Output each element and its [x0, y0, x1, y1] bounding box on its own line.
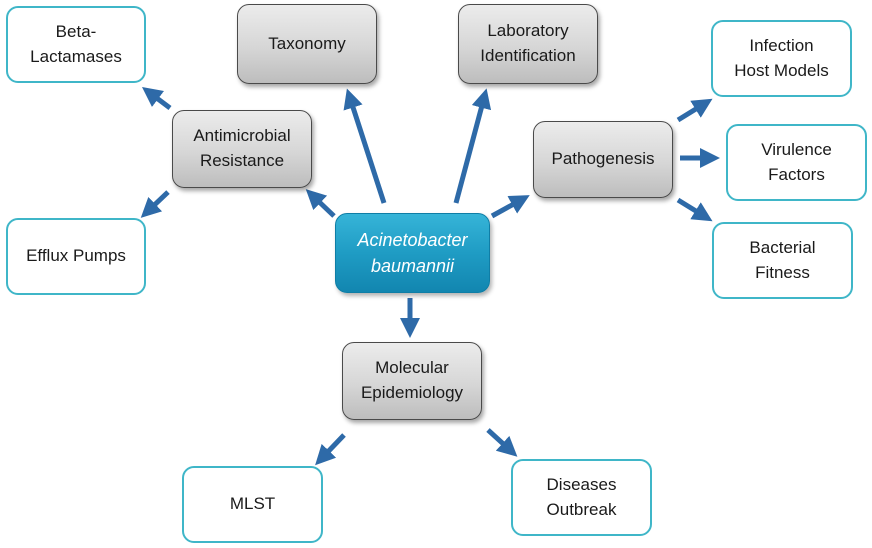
- beta-lactamases-label: Beta- Lactamases: [30, 21, 122, 66]
- antimicrobial-resistance-label: Antimicrobial Resistance: [193, 126, 291, 170]
- node-molecular-epidemiology: Molecular Epidemiology: [342, 342, 482, 420]
- laboratory-identification-label: Laboratory Identification: [480, 21, 576, 65]
- node-infection-host-models: Infection Host Models: [711, 20, 852, 97]
- node-diseases-outbreak: Diseases Outbreak: [511, 459, 652, 536]
- node-efflux-pumps: Efflux Pumps: [6, 218, 146, 295]
- arrow-to-bacterial-fitness: [676, 197, 713, 222]
- node-taxonomy: Taxonomy: [237, 4, 377, 84]
- pathogenesis-label: Pathogenesis: [551, 149, 655, 169]
- node-laboratory-identification: Laboratory Identification: [458, 4, 598, 84]
- efflux-pumps-label: Efflux Pumps: [26, 246, 126, 266]
- node-virulence-factors: Virulence Factors: [726, 124, 867, 201]
- bacterial-fitness-label: Bacterial Fitness: [749, 237, 816, 282]
- diseases-outbreak-label: Diseases Outbreak: [546, 474, 617, 519]
- arrow-to-beta-lactamases: [142, 87, 172, 110]
- arrow-to-laboratory-identification: [453, 88, 492, 204]
- taxonomy-label: Taxonomy: [268, 33, 346, 53]
- arrow-to-mlst: [315, 433, 346, 466]
- center-node: Acinetobacter baumannii: [335, 213, 490, 293]
- arrow-to-taxonomy: [343, 88, 387, 204]
- arrow-to-antimicrobial-resistance: [305, 189, 336, 218]
- virulence-factors-label: Virulence Factors: [761, 139, 832, 184]
- infection-host-models-label: Infection Host Models: [734, 35, 829, 80]
- arrow-to-infection-host-models: [676, 98, 713, 123]
- center-label: Acinetobacter baumannii: [357, 229, 468, 276]
- node-mlst: MLST: [182, 466, 323, 543]
- molecular-epidemiology-label: Molecular Epidemiology: [360, 358, 464, 402]
- mlst-label: MLST: [229, 494, 276, 514]
- arrow-to-pathogenesis: [490, 195, 530, 219]
- arrow-to-efflux-pumps: [140, 190, 170, 218]
- node-antimicrobial-resistance: Antimicrobial Resistance: [172, 110, 312, 188]
- node-pathogenesis: Pathogenesis: [533, 121, 673, 198]
- node-beta-lactamases: Beta- Lactamases: [6, 6, 146, 83]
- arrow-to-diseases-outbreak: [486, 428, 518, 457]
- node-bacterial-fitness: Bacterial Fitness: [712, 222, 853, 299]
